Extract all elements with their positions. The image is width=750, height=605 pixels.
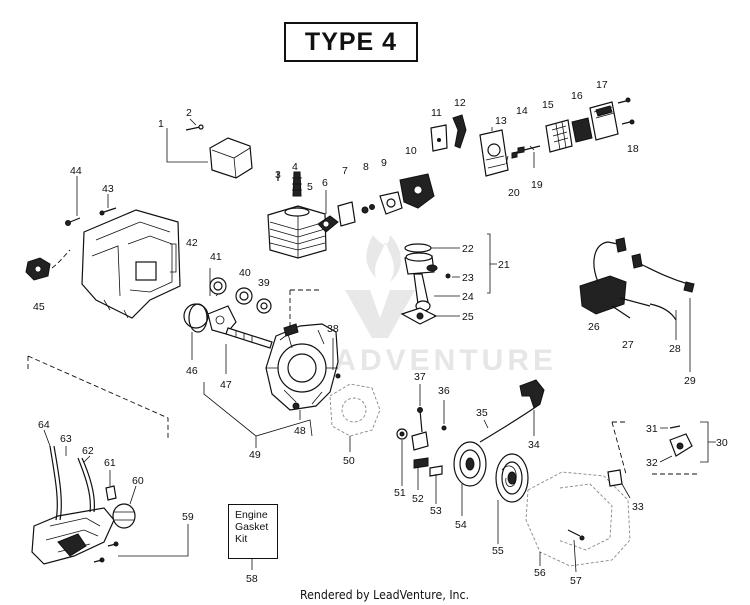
throttle-lever-part bbox=[611, 421, 716, 475]
kit-line-1: Engine bbox=[235, 509, 268, 521]
callout-2: 2 bbox=[186, 107, 192, 119]
callout-26: 26 bbox=[588, 321, 600, 333]
callout-52: 52 bbox=[412, 493, 424, 505]
flywheel-cover-ghost bbox=[329, 383, 381, 452]
callout-56: 56 bbox=[534, 567, 546, 579]
muffler-part bbox=[166, 118, 253, 179]
callout-55: 55 bbox=[492, 545, 504, 557]
callout-21: 21 bbox=[498, 259, 510, 271]
cylinder-part bbox=[267, 171, 339, 259]
piston-assembly-part bbox=[400, 233, 497, 325]
callout-20: 20 bbox=[508, 187, 520, 199]
group-bracket-49 bbox=[183, 303, 313, 448]
callout-57: 57 bbox=[570, 575, 582, 587]
callout-24: 24 bbox=[462, 291, 474, 303]
callout-39: 39 bbox=[258, 277, 270, 289]
callout-8: 8 bbox=[363, 161, 369, 173]
crankcase-main-part bbox=[265, 289, 341, 411]
callout-17: 17 bbox=[596, 79, 608, 91]
callout-13: 13 bbox=[495, 115, 507, 127]
callout-59: 59 bbox=[182, 511, 194, 523]
callout-37: 37 bbox=[414, 371, 426, 383]
callout-16: 16 bbox=[571, 90, 583, 102]
callout-12: 12 bbox=[454, 97, 466, 109]
callout-labels: 1 2 3 4 5 6 7 8 9 10 11 12 13 14 15 16 1… bbox=[33, 79, 728, 587]
callout-1: 1 bbox=[158, 118, 164, 130]
callout-19: 19 bbox=[531, 179, 543, 191]
callout-47: 47 bbox=[220, 379, 232, 391]
callout-14: 14 bbox=[516, 105, 528, 117]
callout-29: 29 bbox=[684, 375, 696, 387]
shroud-cover-part bbox=[27, 355, 189, 565]
callout-18: 18 bbox=[627, 143, 639, 155]
air-filter-part bbox=[430, 97, 635, 177]
callout-63: 63 bbox=[60, 433, 72, 445]
callout-10: 10 bbox=[405, 145, 417, 157]
callout-38: 38 bbox=[327, 323, 339, 335]
kit-line-2: Gasket bbox=[235, 521, 269, 533]
footer-credit: Rendered by LeadVenture, Inc. bbox=[300, 587, 470, 602]
callout-31: 31 bbox=[646, 423, 658, 435]
callout-6: 6 bbox=[322, 177, 328, 189]
callout-48: 48 bbox=[294, 425, 306, 437]
callout-22: 22 bbox=[462, 243, 474, 255]
housing-ghost bbox=[525, 469, 631, 573]
callout-53: 53 bbox=[430, 505, 442, 517]
callout-43: 43 bbox=[102, 183, 114, 195]
callout-9: 9 bbox=[381, 157, 387, 169]
callout-36: 36 bbox=[438, 385, 450, 397]
callout-30: 30 bbox=[716, 437, 728, 449]
recoil-starter-part bbox=[396, 379, 545, 544]
callout-34: 34 bbox=[528, 439, 540, 451]
callout-11: 11 bbox=[431, 107, 442, 119]
callout-45: 45 bbox=[33, 301, 45, 313]
callout-35: 35 bbox=[476, 407, 488, 419]
callout-23: 23 bbox=[462, 272, 474, 284]
callout-49: 49 bbox=[249, 449, 261, 461]
callout-28: 28 bbox=[669, 343, 681, 355]
type-title: TYPE 4 bbox=[284, 22, 418, 62]
crankshaft-part bbox=[188, 268, 273, 349]
callout-46: 46 bbox=[186, 365, 198, 377]
callout-7: 7 bbox=[342, 165, 348, 177]
callout-64: 64 bbox=[38, 419, 50, 431]
kit-line-3: Kit bbox=[235, 533, 248, 545]
callout-51: 51 bbox=[394, 487, 406, 499]
callout-5: 5 bbox=[307, 181, 313, 193]
ignition-module-part bbox=[579, 237, 695, 372]
callout-50: 50 bbox=[343, 455, 355, 467]
callout-61: 61 bbox=[104, 457, 116, 469]
crankcase-left-part bbox=[25, 176, 181, 319]
callout-62: 62 bbox=[82, 445, 94, 457]
callout-15: 15 bbox=[542, 99, 554, 111]
callout-32: 32 bbox=[646, 457, 658, 469]
engine-gasket-kit-box: Engine Gasket Kit bbox=[228, 504, 278, 559]
callout-3: 3 bbox=[275, 169, 281, 181]
callout-33: 33 bbox=[632, 501, 644, 513]
callout-42: 42 bbox=[186, 237, 198, 249]
callout-25: 25 bbox=[462, 311, 474, 323]
callout-54: 54 bbox=[455, 519, 467, 531]
intake-carburetor-part bbox=[337, 173, 435, 227]
callout-60: 60 bbox=[132, 475, 144, 487]
callout-44: 44 bbox=[70, 165, 82, 177]
callout-27: 27 bbox=[622, 339, 634, 351]
callout-40: 40 bbox=[239, 267, 251, 279]
callout-58: 58 bbox=[246, 573, 258, 585]
callout-41: 41 bbox=[210, 251, 222, 263]
callout-4: 4 bbox=[292, 161, 298, 173]
